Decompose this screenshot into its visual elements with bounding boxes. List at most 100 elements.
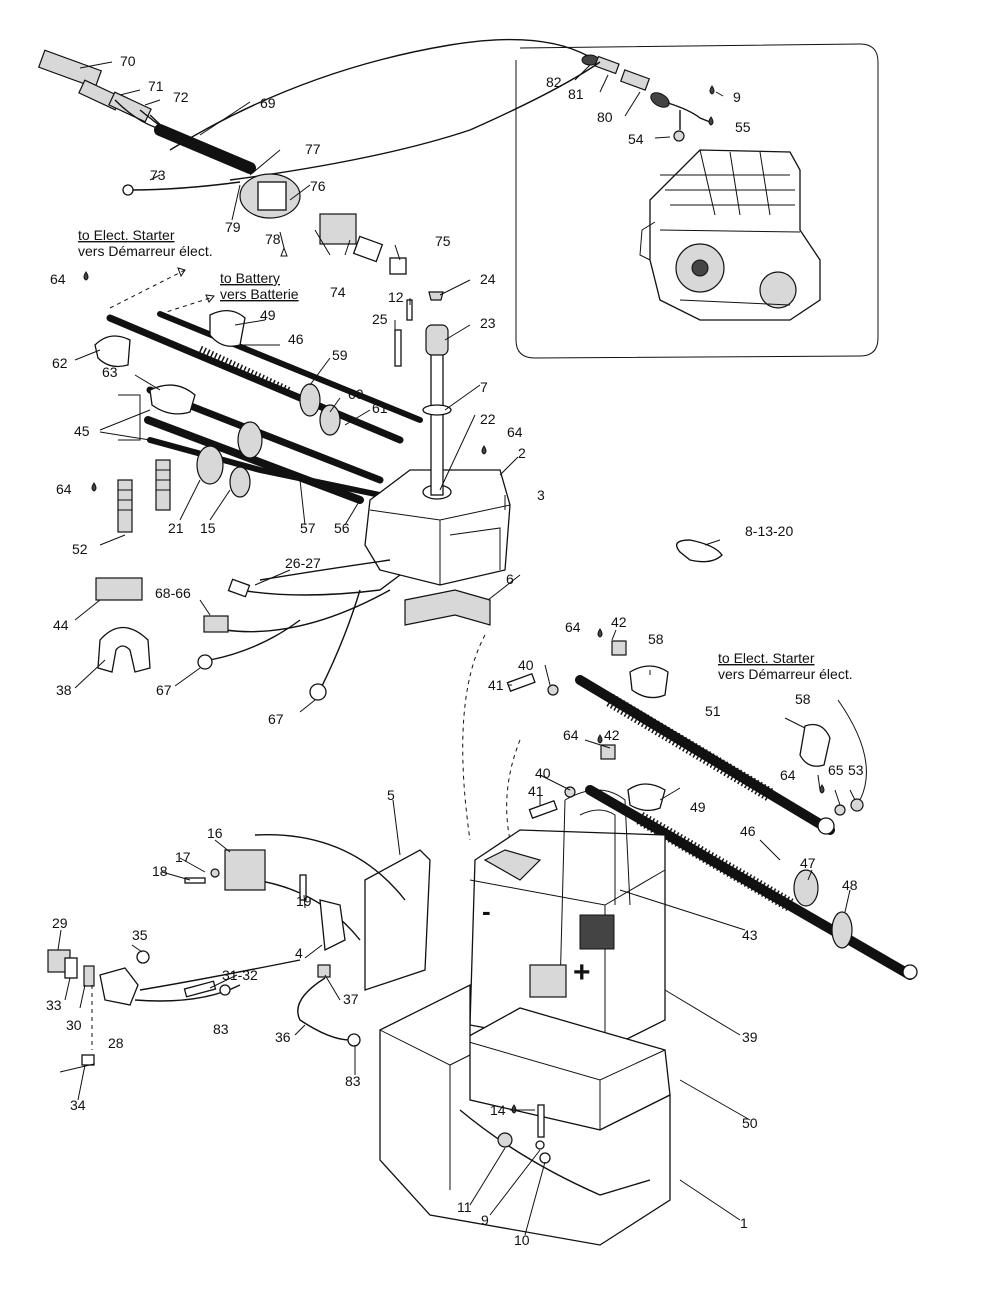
part-35	[136, 950, 150, 964]
part-7	[422, 404, 452, 416]
callout-43: 43	[742, 927, 758, 943]
callout-80: 80	[597, 109, 613, 125]
part-18	[184, 877, 206, 884]
part-54	[673, 130, 685, 142]
callout-4: 4	[295, 945, 303, 961]
callout-15: 15	[200, 520, 216, 536]
callout-9-b: 9	[481, 1212, 489, 1228]
part-49	[209, 310, 246, 347]
callout-57: 57	[300, 520, 316, 536]
callout-68-66: 68-66	[155, 585, 191, 601]
sealant-drop-icon	[597, 628, 603, 638]
callout-14: 14	[490, 1102, 506, 1118]
callout-64-c: 64	[56, 481, 72, 497]
part-59	[299, 383, 321, 417]
battery-handle-tag	[529, 964, 567, 998]
callout-74: 74	[330, 284, 346, 300]
part-53	[850, 798, 864, 812]
callout-59: 59	[332, 347, 348, 363]
spark-plugs	[117, 459, 171, 533]
callout-76: 76	[310, 178, 326, 194]
part-75	[389, 257, 407, 275]
callout-67-b: 67	[268, 711, 284, 727]
part-48	[831, 911, 853, 949]
callout-46-b: 46	[740, 823, 756, 839]
callout-9: 9	[733, 89, 741, 105]
callout-71: 71	[148, 78, 164, 94]
battery: - +	[469, 789, 666, 1051]
callout-40: 40	[518, 657, 534, 673]
part-63	[149, 384, 196, 415]
callout-58: 58	[648, 631, 664, 647]
callout-42: 42	[611, 614, 627, 630]
part-1	[379, 983, 671, 1246]
callout-12: 12	[388, 289, 404, 305]
part-6	[404, 589, 491, 626]
sealant-drop-icon	[819, 784, 825, 794]
part-16	[224, 849, 266, 891]
callout-22: 22	[480, 411, 496, 427]
part-49-lower	[627, 783, 666, 812]
part-22	[430, 339, 444, 496]
callout-64-f: 64	[563, 727, 579, 743]
part-15	[229, 466, 251, 498]
part-31-32	[183, 980, 217, 998]
callout-64-b: 64	[507, 424, 523, 440]
callout-77: 77	[305, 141, 321, 157]
callout-73: 73	[150, 167, 166, 183]
callout-19: 19	[296, 893, 312, 909]
electrical-box	[364, 291, 511, 586]
callout-72: 72	[173, 89, 189, 105]
part-23	[425, 324, 449, 356]
callout-23: 23	[480, 315, 496, 331]
callout-39: 39	[742, 1029, 758, 1045]
callout-29: 29	[52, 915, 68, 931]
callout-35: 35	[132, 927, 148, 943]
callout-48: 48	[842, 877, 858, 893]
battery-cables-lower	[462, 634, 918, 980]
part-67	[197, 654, 213, 670]
callout-3: 3	[537, 487, 545, 503]
callout-53: 53	[848, 762, 864, 778]
part-28	[99, 967, 139, 1006]
part-41	[506, 672, 536, 692]
part-19	[299, 874, 307, 901]
part-24	[428, 291, 444, 301]
part-68-66	[203, 615, 229, 633]
callout-1: 1	[740, 1215, 748, 1231]
part-62	[94, 335, 131, 368]
callout-41-b: 41	[528, 783, 544, 799]
callout-6: 6	[506, 571, 514, 587]
part-60	[319, 404, 341, 436]
callout-65: 65	[828, 762, 844, 778]
part-73	[122, 184, 134, 196]
callout-61: 61	[372, 400, 388, 416]
callout-70: 70	[120, 53, 136, 69]
callout-33: 33	[46, 997, 62, 1013]
callout-41: 41	[488, 677, 504, 693]
part-40	[547, 684, 559, 696]
part-30	[83, 965, 95, 987]
callout-49-b: 49	[690, 799, 706, 815]
callout-28: 28	[108, 1035, 124, 1051]
routing-notes: to Elect. Starter vers Démarreur élect. …	[78, 227, 853, 682]
callout-38: 38	[56, 682, 72, 698]
callout-69: 69	[260, 95, 276, 111]
part-70	[37, 49, 103, 89]
part-4	[319, 899, 346, 952]
callout-60: 60	[348, 386, 364, 402]
callout-64-e: 64	[780, 767, 796, 783]
engine-illustration	[639, 149, 821, 321]
part-65	[834, 804, 846, 816]
bracket-assembly	[184, 833, 431, 1047]
note-starter-top-en: to Elect. Starter	[78, 227, 175, 243]
wiring-harness	[37, 49, 407, 275]
callout-49: 49	[260, 307, 276, 323]
callout-51: 51	[705, 703, 721, 719]
battery-negative-sign: -	[482, 896, 491, 926]
part-5	[364, 849, 431, 991]
callout-labels: 70 71 72 69 77 73 76 79 78 74 75 64 62 4…	[46, 53, 864, 1248]
callout-47: 47	[800, 855, 816, 871]
